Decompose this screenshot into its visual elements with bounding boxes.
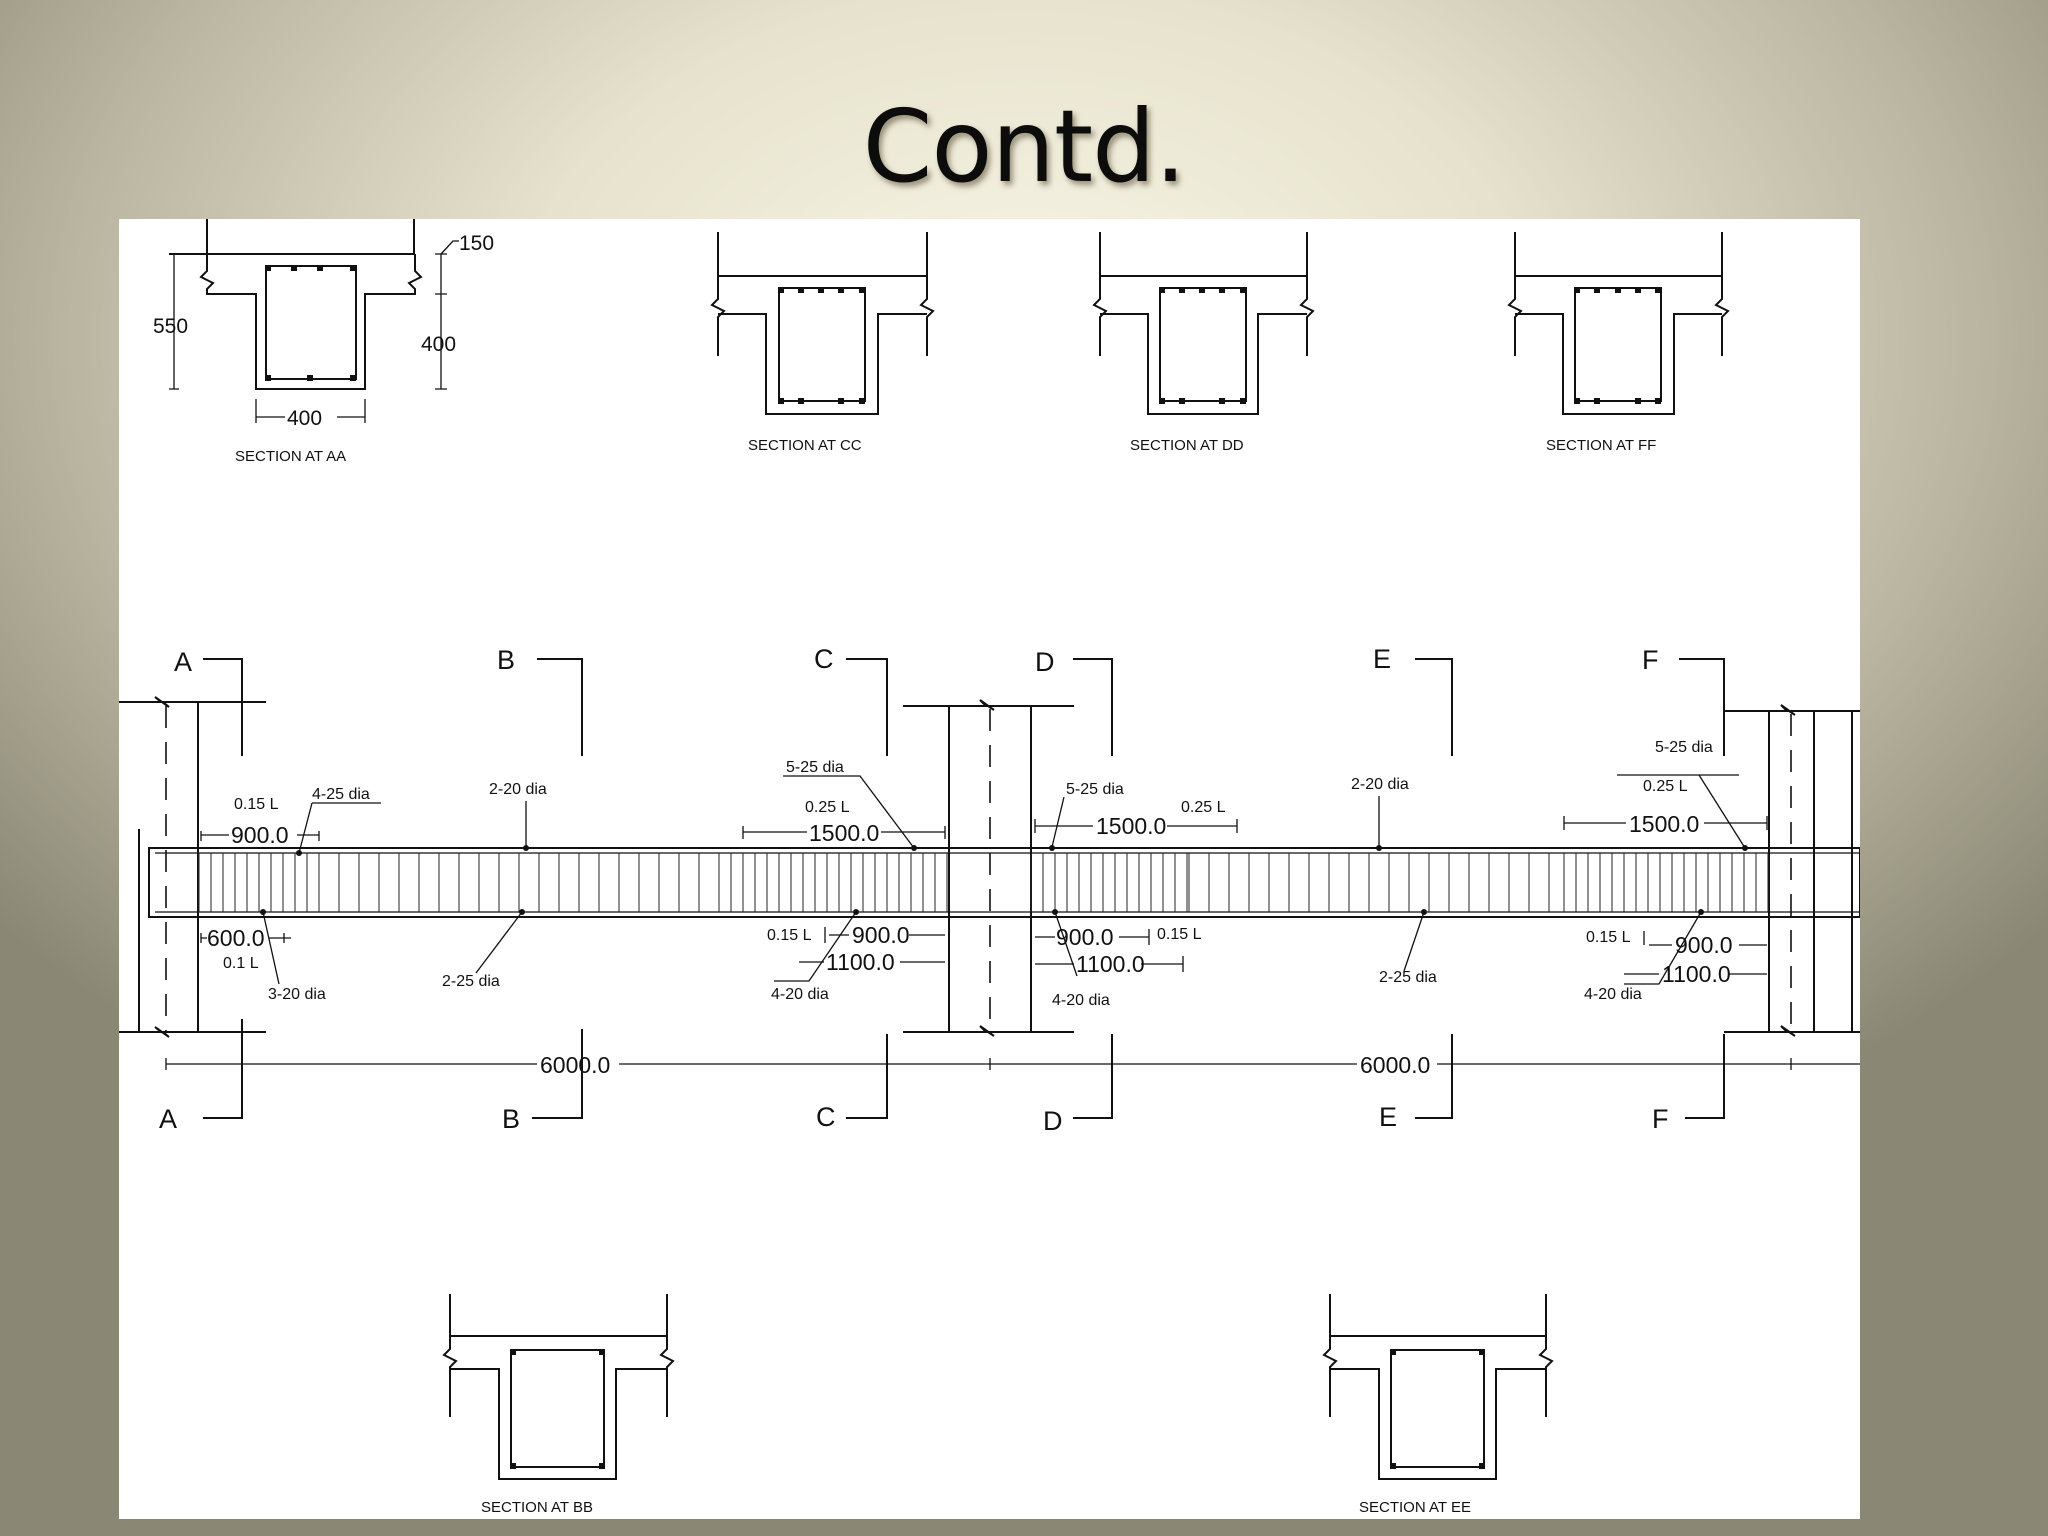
section-bb-label: SECTION AT BB bbox=[481, 1499, 593, 1516]
dim-overall-depth: 550 bbox=[153, 315, 188, 338]
right-top-bars: 5-25 dia bbox=[1655, 739, 1713, 756]
d-bottom-len-1: 900.0 bbox=[1056, 924, 1114, 950]
beam-drawing: 550 150 400 400 SECTION AT AA SECTION AT… bbox=[119, 219, 1860, 1519]
dim-web-width: 400 bbox=[287, 407, 322, 430]
left-top-bars: 4-25 dia bbox=[312, 786, 370, 803]
cut-mark-d-bottom: D bbox=[1043, 1106, 1063, 1136]
section-aa-label: SECTION AT AA bbox=[235, 448, 346, 465]
c-bottom-len-1: 900.0 bbox=[852, 922, 910, 948]
section-ff-label: SECTION AT FF bbox=[1546, 437, 1656, 454]
section-cc-label: SECTION AT CC bbox=[748, 437, 862, 454]
section-dd: SECTION AT DD bbox=[1092, 232, 1315, 454]
span-length-2: 6000.0 bbox=[1360, 1052, 1430, 1078]
right-bottom-len-2: 1100.0 bbox=[1662, 961, 1731, 987]
d-bottom-ratio: 0.15 L bbox=[1157, 926, 1202, 943]
left-bottom-len: 600.0 bbox=[207, 925, 265, 951]
cut-mark-c-top: C bbox=[814, 644, 834, 674]
section-dd-label: SECTION AT DD bbox=[1130, 437, 1244, 454]
cut-mark-f-bottom: F bbox=[1652, 1104, 1669, 1134]
cut-mark-a-bottom: A bbox=[159, 1104, 177, 1134]
section-ee-label: SECTION AT EE bbox=[1359, 1499, 1471, 1516]
dim-web-depth: 400 bbox=[421, 333, 456, 356]
section-cc: SECTION AT CC bbox=[710, 232, 935, 454]
cut-mark-d-top: D bbox=[1035, 647, 1055, 677]
c-top-len: 1500.0 bbox=[809, 820, 879, 846]
right-bottom-ratio: 0.15 L bbox=[1586, 929, 1631, 946]
dim-flange-depth: 150 bbox=[459, 232, 494, 255]
d-bottom-bars: 4-20 dia bbox=[1052, 992, 1110, 1009]
supports bbox=[119, 696, 1860, 1038]
right-mid-bottom-bars: 2-25 dia bbox=[1379, 969, 1437, 986]
section-ee: SECTION AT EE bbox=[1322, 1294, 1554, 1516]
cut-mark-c-bottom: C bbox=[816, 1102, 836, 1132]
cut-mark-e-top: E bbox=[1373, 644, 1391, 674]
left-mid-top-bars: 2-20 dia bbox=[489, 781, 547, 798]
d-top-len: 1500.0 bbox=[1096, 813, 1166, 839]
beam-elevation bbox=[148, 847, 1860, 918]
reinforcement-detail-svg: 550 150 400 400 SECTION AT AA SECTION AT… bbox=[119, 219, 1860, 1516]
stirrups bbox=[198, 853, 1769, 912]
cut-mark-f-top: F bbox=[1642, 645, 1659, 675]
left-span-annotations: 0.15 L 4-25 dia 900.0 2-20 dia 600.0 0.1… bbox=[200, 781, 547, 1003]
cut-mark-b-bottom: B bbox=[502, 1104, 520, 1134]
left-mid-bottom-bars: 2-25 dia bbox=[442, 973, 500, 990]
d-top-bars: 5-25 dia bbox=[1066, 781, 1124, 798]
c-top-bars: 5-25 dia bbox=[786, 759, 844, 776]
cut-marks: A A B B C C D D E E F F bbox=[159, 644, 1725, 1136]
slide-title: Contd. bbox=[862, 88, 1187, 205]
right-bottom-bars: 4-20 dia bbox=[1584, 986, 1642, 1003]
d-top-ratio: 0.25 L bbox=[1181, 799, 1226, 816]
c-bottom-bars: 4-20 dia bbox=[771, 986, 829, 1003]
cut-mark-b-top: B bbox=[497, 645, 515, 675]
c-bottom-ratio: 0.15 L bbox=[767, 927, 812, 944]
left-bottom-bars: 3-20 dia bbox=[268, 986, 326, 1003]
right-top-len: 1500.0 bbox=[1629, 811, 1699, 837]
cut-mark-e-bottom: E bbox=[1379, 1102, 1397, 1132]
d-bottom-len-2: 1100.0 bbox=[1076, 951, 1145, 977]
right-top-ratio: 0.25 L bbox=[1643, 778, 1688, 795]
left-top-ratio: 0.15 L bbox=[234, 796, 279, 813]
c-top-ratio: 0.25 L bbox=[805, 799, 850, 816]
left-top-len: 900.0 bbox=[231, 822, 289, 848]
right-span-annotations: 2-20 dia 2-25 dia 5-25 dia 0.25 L 1500.0… bbox=[1351, 739, 1768, 1003]
left-bottom-ratio: 0.1 L bbox=[223, 955, 259, 972]
right-bottom-len-1: 900.0 bbox=[1675, 932, 1733, 958]
section-ff: SECTION AT FF bbox=[1507, 232, 1730, 454]
section-bb: SECTION AT BB bbox=[442, 1294, 675, 1516]
cut-mark-a-top: A bbox=[174, 647, 192, 677]
right-mid-top-bars: 2-20 dia bbox=[1351, 776, 1409, 793]
c-bottom-len-2: 1100.0 bbox=[826, 949, 895, 975]
span-length-1: 6000.0 bbox=[540, 1052, 610, 1078]
support-c-annotations: 5-25 dia 0.25 L 1500.0 0.15 L 900.0 1100… bbox=[742, 759, 946, 1003]
section-aa: 550 150 400 400 SECTION AT AA bbox=[153, 219, 494, 465]
support-d-annotations: 5-25 dia 0.25 L 1500.0 900.0 0.15 L 1100… bbox=[1034, 781, 1238, 1009]
span-dimensions: 6000.0 6000.0 bbox=[165, 1052, 1860, 1078]
